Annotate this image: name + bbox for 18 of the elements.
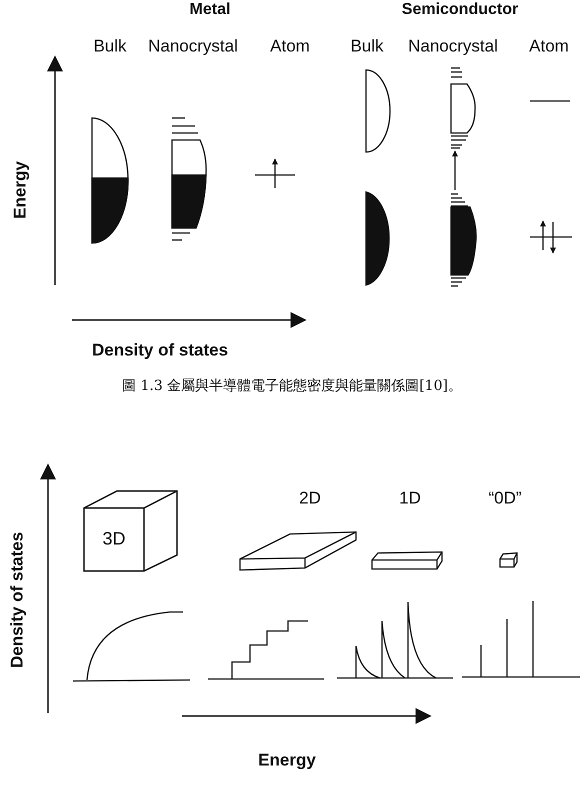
column-label: Bulk xyxy=(93,38,127,54)
panel-title: Metal xyxy=(190,2,230,18)
figure-caption: 圖 1.3 金屬與半導體電子能態密度與能量關係圖[10]。 xyxy=(122,377,462,395)
axis-label: Energy xyxy=(12,161,28,219)
column-label: 1D xyxy=(399,490,421,506)
column-label: Nanocrystal xyxy=(408,38,498,54)
column-label: “0D” xyxy=(488,490,522,506)
dimension-label: 3D xyxy=(102,528,126,550)
axis-label: Density of states xyxy=(8,532,26,668)
column-label: Bulk xyxy=(350,38,384,54)
column-label: 2D xyxy=(299,490,321,506)
axis-label: Energy xyxy=(258,752,316,768)
cube-drawing xyxy=(83,490,178,573)
column-label: Atom xyxy=(270,38,310,54)
column-label: Atom xyxy=(529,38,569,54)
axis-label: Density of states xyxy=(92,342,228,358)
column-label: Nanocrystal xyxy=(148,38,238,54)
panel-title: Semiconductor xyxy=(402,2,518,18)
